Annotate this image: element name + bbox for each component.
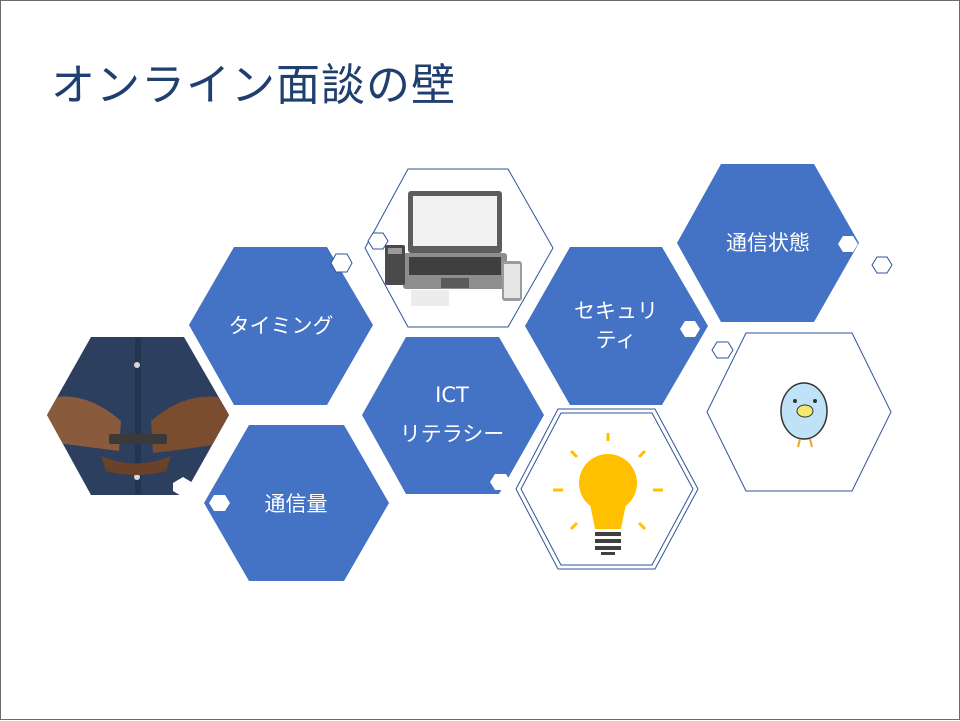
lightbulb-icon	[553, 433, 663, 555]
hex-ict-literacy-label-line2: リテラシー	[400, 422, 505, 446]
phone-icon	[502, 261, 522, 301]
laptop-icon	[403, 191, 507, 306]
hex-connection-status[interactable]: 通信状態	[677, 164, 859, 322]
calculator-icon	[385, 245, 405, 285]
hex-lightbulb-image	[515, 408, 699, 570]
small-white-hex	[838, 236, 858, 252]
hex-security-label-line1: セキュリ	[574, 299, 658, 323]
hex-security[interactable]: セキュリ ティ	[525, 247, 708, 405]
smartphone-hands-photo	[47, 337, 229, 495]
small-white-hex	[680, 321, 700, 337]
small-white-hex	[490, 474, 511, 490]
hex-data-volume-label: 通信量	[265, 492, 328, 516]
small-white-hex	[173, 477, 193, 497]
slide-title: オンライン面談の壁	[51, 60, 456, 111]
small-outline-hex	[711, 341, 734, 359]
small-outline-hex	[367, 232, 389, 250]
hex-ict-literacy-label-line1: ICT	[435, 383, 469, 407]
hex-timing[interactable]: タイミング	[189, 247, 373, 405]
hex-security-label-line2: ティ	[596, 328, 637, 352]
hex-timing-label: タイミング	[229, 314, 334, 338]
hex-laptop-image	[364, 168, 554, 328]
small-outline-hex	[871, 256, 893, 274]
hex-ict-literacy[interactable]: ICT リテラシー	[362, 337, 544, 494]
hex-connection-status-label: 通信状態	[726, 231, 810, 255]
small-white-hex	[209, 495, 230, 511]
hex-data-volume[interactable]: 通信量	[204, 425, 389, 581]
hex-bird-image	[706, 332, 892, 492]
bird-character-icon	[780, 382, 828, 448]
small-outline-hex	[330, 253, 353, 273]
